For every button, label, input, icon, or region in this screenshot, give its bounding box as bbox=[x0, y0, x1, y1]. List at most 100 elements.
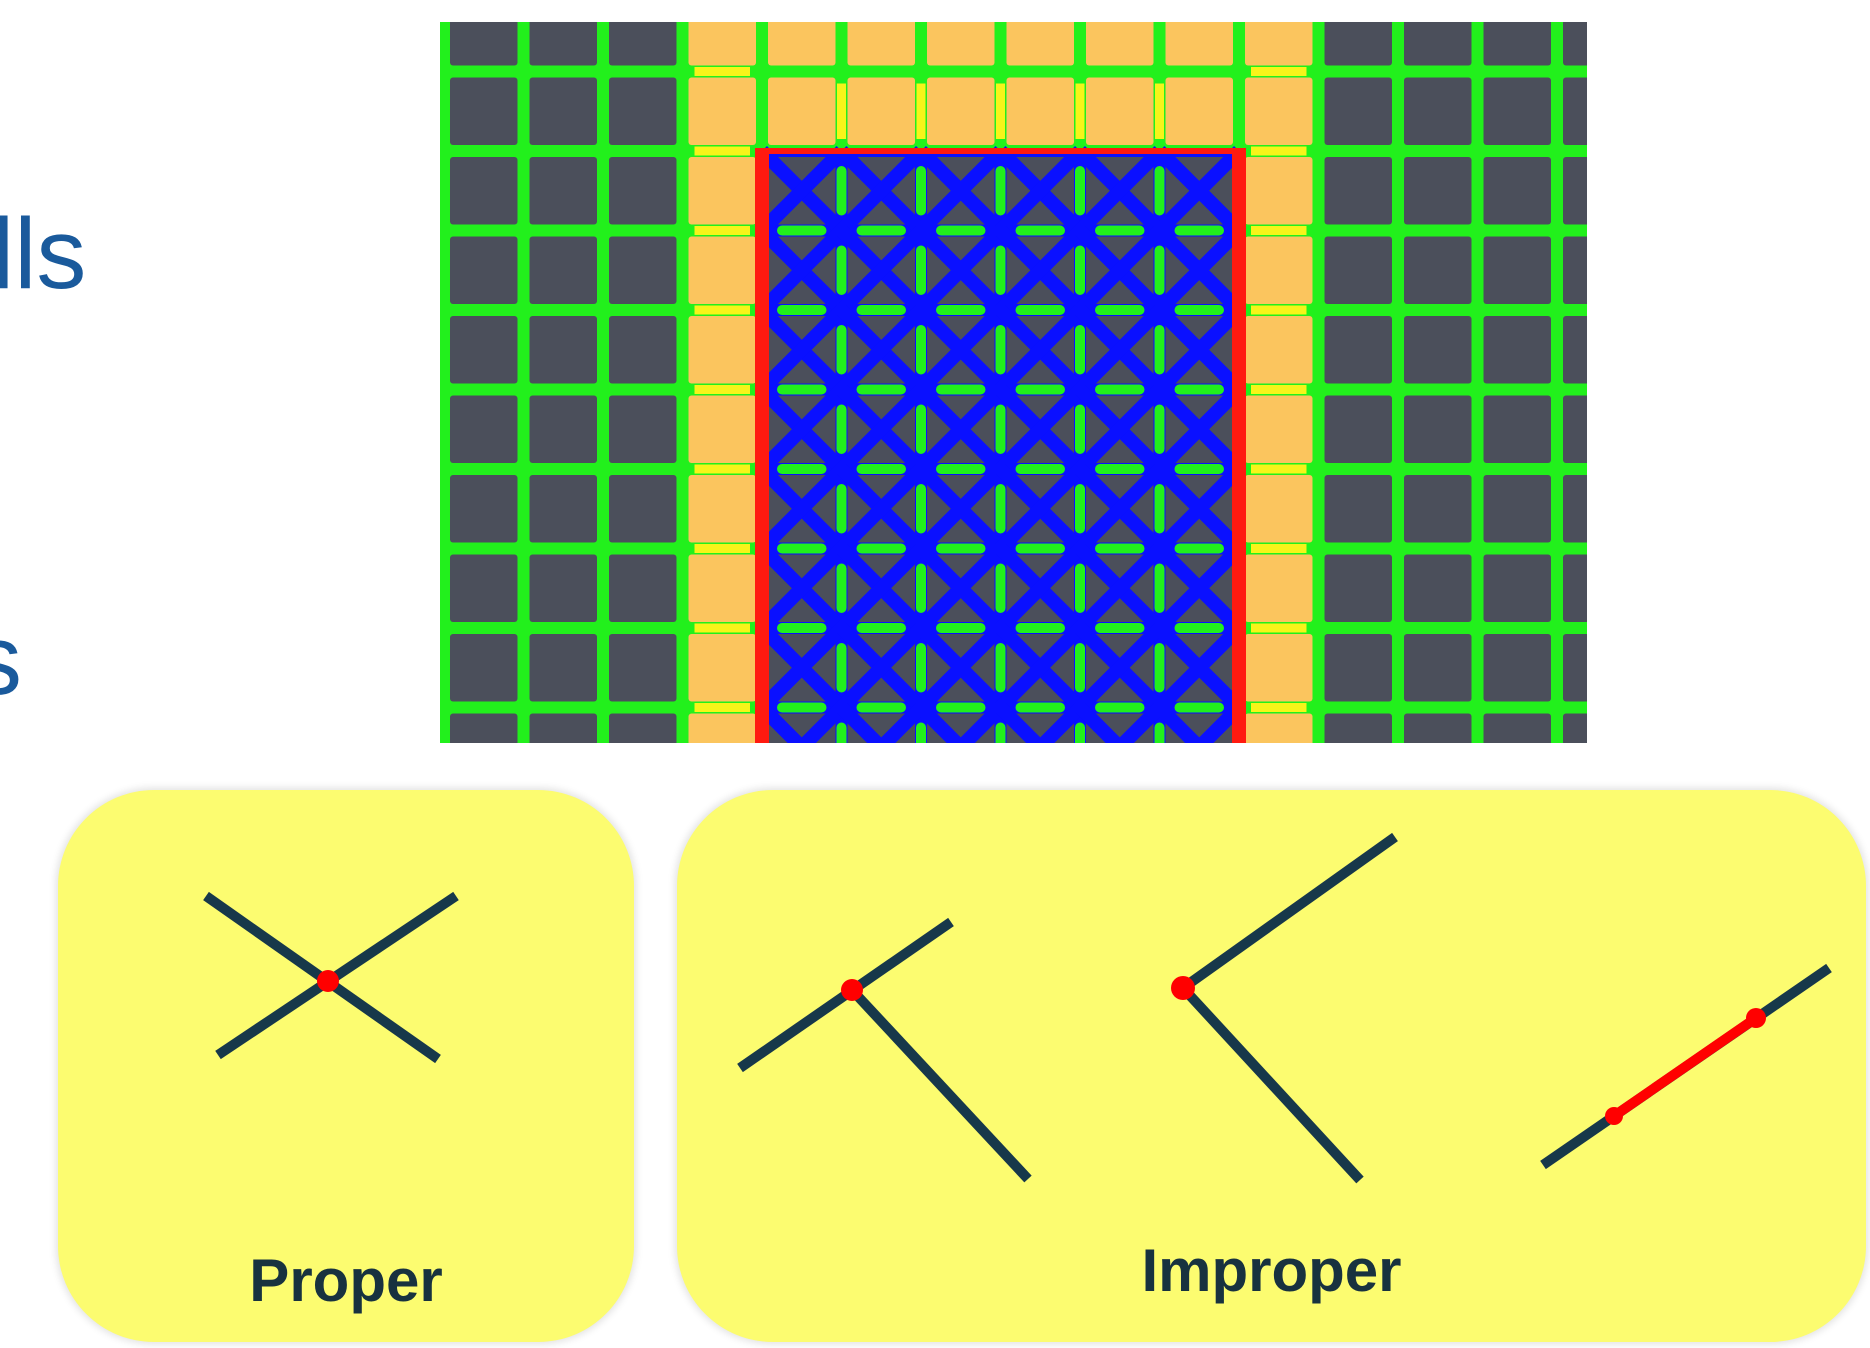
improper-t-segment-b bbox=[848, 986, 1032, 1183]
blue-diagonal bbox=[1154, 623, 1244, 713]
dark-cell bbox=[1483, 554, 1551, 622]
dark-cell bbox=[450, 157, 518, 225]
dark-cell bbox=[1324, 316, 1392, 384]
dark-cell bbox=[609, 157, 677, 225]
blue-diagonal bbox=[1075, 543, 1165, 633]
blue-diagonal bbox=[1075, 623, 1165, 713]
dark-cell bbox=[1563, 713, 1587, 743]
dark-cell bbox=[1483, 634, 1551, 702]
dark-cell bbox=[450, 554, 518, 622]
dark-cell bbox=[1404, 157, 1472, 225]
dark-cell bbox=[1563, 157, 1587, 225]
blue-diagonal bbox=[836, 146, 926, 236]
dark-cell bbox=[1404, 395, 1472, 463]
orange-cell bbox=[1086, 77, 1154, 145]
blue-diagonal bbox=[995, 384, 1085, 474]
blue-diagonal bbox=[757, 702, 808, 743]
dark-cell bbox=[1563, 395, 1587, 463]
blue-diagonal bbox=[916, 543, 1006, 633]
orange-cell bbox=[1245, 554, 1313, 622]
orange-cell bbox=[768, 77, 836, 145]
dark-cell bbox=[609, 634, 677, 702]
blue-diagonal bbox=[757, 384, 847, 474]
dark-cell bbox=[1483, 395, 1551, 463]
orange-cell bbox=[688, 77, 756, 145]
dark-cell bbox=[529, 713, 597, 743]
blue-diagonal bbox=[1075, 305, 1165, 395]
blue-diagonal bbox=[757, 464, 847, 554]
blue-diagonal bbox=[836, 702, 887, 743]
improper-vertex-point bbox=[1171, 976, 1195, 1000]
blue-diagonal bbox=[916, 623, 1006, 713]
dark-cell bbox=[529, 77, 597, 145]
orange-cell bbox=[1006, 77, 1074, 145]
orange-cell bbox=[1086, 22, 1154, 66]
blue-diagonal bbox=[1193, 702, 1244, 743]
dark-cell bbox=[450, 77, 518, 145]
improper-illustration bbox=[737, 832, 1832, 1184]
blue-diagonal bbox=[757, 305, 847, 395]
dark-cell bbox=[529, 316, 597, 384]
dark-cell bbox=[1324, 395, 1392, 463]
dark-cell bbox=[529, 554, 597, 622]
orange-cell bbox=[1245, 236, 1313, 304]
orange-cell bbox=[1245, 713, 1313, 743]
dark-cell bbox=[450, 475, 518, 543]
dark-cell bbox=[1483, 22, 1551, 66]
blue-diagonal bbox=[995, 623, 1085, 713]
dark-cell bbox=[1324, 475, 1392, 543]
blue-diagonal bbox=[995, 702, 1046, 743]
blue-diagonal bbox=[836, 305, 926, 395]
dark-cell bbox=[1324, 22, 1392, 66]
blue-diagonal bbox=[916, 464, 1006, 554]
blue-diagonal bbox=[955, 702, 1006, 743]
orange-cell bbox=[688, 475, 756, 543]
dark-cell bbox=[609, 395, 677, 463]
orange-cell bbox=[1165, 77, 1233, 145]
dark-cell bbox=[609, 77, 677, 145]
improper-panel: Improper bbox=[677, 790, 1866, 1342]
orange-cell bbox=[1245, 395, 1313, 463]
blue-diagonal bbox=[995, 543, 1085, 633]
orange-cell bbox=[847, 77, 915, 145]
dark-cell bbox=[1483, 713, 1551, 743]
blue-diagonal bbox=[836, 384, 926, 474]
dark-cell bbox=[1404, 554, 1472, 622]
dark-cell bbox=[1563, 22, 1587, 66]
blue-diagonal bbox=[757, 623, 847, 713]
dark-cell bbox=[609, 22, 677, 66]
dark-cell bbox=[1563, 236, 1587, 304]
blue-diagonal bbox=[916, 146, 1006, 236]
orange-cell bbox=[688, 316, 756, 384]
grid-svg bbox=[440, 22, 1587, 743]
proper-illustration bbox=[203, 891, 459, 1064]
dark-cell bbox=[1404, 77, 1472, 145]
proper-intersection-point bbox=[317, 970, 339, 992]
dark-cell bbox=[1324, 634, 1392, 702]
dark-cell bbox=[1324, 554, 1392, 622]
improper-overlap-highlight bbox=[1609, 1013, 1761, 1121]
blue-diagonal bbox=[757, 225, 847, 315]
blue-diagonal bbox=[916, 384, 1006, 474]
dark-cell bbox=[1483, 316, 1551, 384]
dark-cell bbox=[450, 395, 518, 463]
orange-cell bbox=[1165, 22, 1233, 66]
orange-cell bbox=[688, 395, 756, 463]
dark-cell bbox=[1324, 157, 1392, 225]
dark-cell bbox=[450, 22, 518, 66]
improper-overlap-end bbox=[1746, 1008, 1766, 1028]
dark-cell bbox=[1404, 713, 1472, 743]
dark-cell bbox=[529, 634, 597, 702]
proper-label: Proper bbox=[249, 1247, 443, 1314]
blue-diagonal bbox=[1154, 543, 1244, 633]
dark-cell bbox=[1563, 634, 1587, 702]
blue-diagonal bbox=[836, 623, 926, 713]
dark-cell bbox=[1563, 475, 1587, 543]
orange-cell bbox=[1006, 22, 1074, 66]
orange-cell bbox=[1245, 77, 1313, 145]
dark-cell bbox=[529, 395, 597, 463]
blue-diagonal bbox=[1154, 146, 1244, 236]
improper-label: Improper bbox=[1141, 1237, 1402, 1304]
blue-diagonal bbox=[796, 702, 847, 743]
dark-cell bbox=[529, 475, 597, 543]
